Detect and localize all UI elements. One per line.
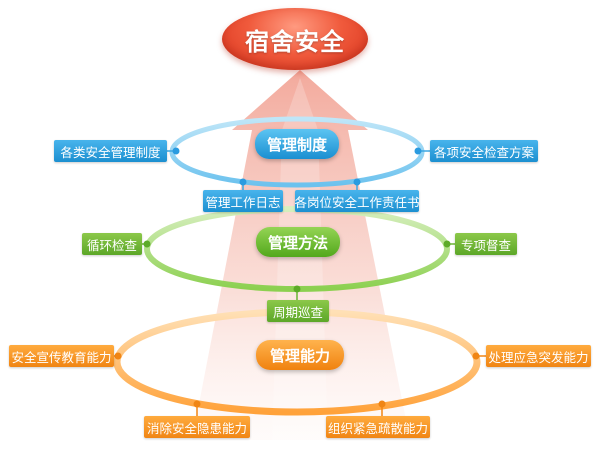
dot — [378, 400, 386, 408]
tag-bottom-right: 处理应急突发能力 — [486, 345, 591, 367]
tag-top-bottom-2: 各岗位安全工作责任书 — [295, 190, 420, 212]
level-middle-label: 管理方法 — [256, 227, 340, 257]
tag-top-bottom-1: 管理工作日志 — [203, 190, 283, 212]
dot — [443, 240, 451, 248]
diagram-title: 宿舍安全 — [245, 27, 345, 56]
dot — [472, 352, 480, 360]
dot — [239, 178, 247, 186]
tag-bottom-left: 安全宣传教育能力 — [9, 345, 114, 367]
tag-top-left: 各类安全管理制度 — [54, 140, 167, 162]
ring-top — [169, 116, 425, 188]
dot — [414, 147, 422, 155]
tag-bottom-bottom-2: 组织紧急疏散能力 — [326, 416, 430, 438]
level-bottom-label: 管理能力 — [256, 340, 344, 370]
dot — [353, 178, 361, 186]
dot — [172, 147, 180, 155]
tag-top-right: 各项安全检查方案 — [430, 140, 538, 162]
dot — [293, 285, 301, 293]
tag-bottom-bottom-1: 消除安全隐患能力 — [144, 416, 250, 438]
dot — [114, 352, 122, 360]
dot — [193, 400, 201, 408]
tag-middle-left: 循环检查 — [82, 233, 142, 255]
title-badge: 宿舍安全 — [222, 8, 368, 70]
tag-middle-right: 专项督查 — [455, 233, 517, 255]
tag-middle-bottom-1: 周期巡查 — [267, 300, 329, 322]
level-top-label: 管理制度 — [255, 129, 339, 159]
dot — [143, 240, 151, 248]
